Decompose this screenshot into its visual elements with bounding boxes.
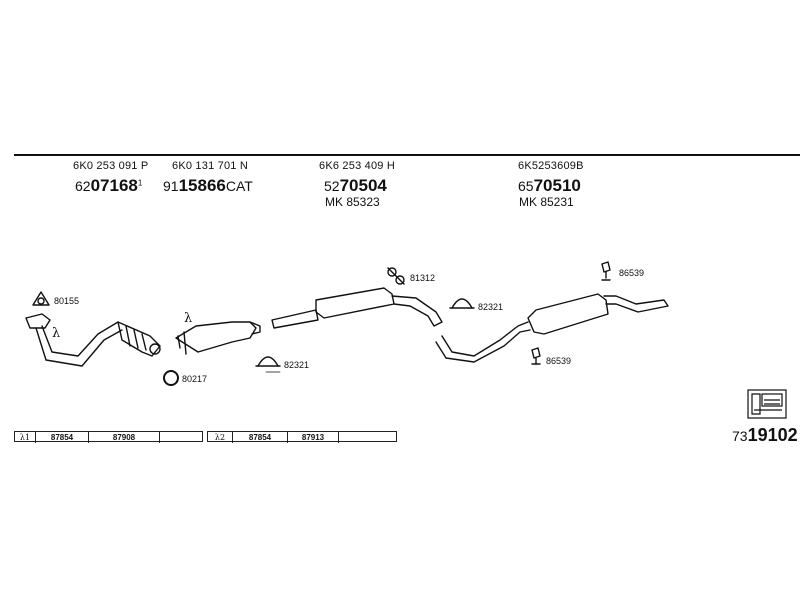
part-label-rubber-bottom: 86539 [546, 356, 572, 366]
part-label-gasket: 80155 [54, 296, 80, 306]
oe-ref-3: 6K6 253 409 H [319, 160, 395, 172]
header-rule [14, 154, 800, 156]
sensor-table-2: λ2 87854 87913 [207, 431, 397, 443]
mk-number-4: MK 85231 [519, 195, 574, 209]
part-label-rubber-top: 86539 [619, 268, 645, 278]
mk-number-3: MK 85323 [325, 195, 380, 209]
sensor-value: 87854 [36, 432, 89, 443]
clamp-icon [255, 356, 281, 367]
rubber-mount-icon [601, 261, 611, 281]
lambda-symbol: λ [52, 326, 61, 341]
sensor-value: 87854 [233, 432, 288, 443]
ring-icon [163, 370, 179, 386]
catalytic-converter [175, 321, 261, 355]
gasket-icon [32, 291, 50, 306]
sensor-label: λ1 [15, 432, 36, 443]
diagram-number: 7319102 [732, 425, 798, 445]
rear-silencer [435, 293, 669, 363]
part-number-1: 62071681 [75, 176, 143, 195]
hanger-icon [387, 267, 405, 285]
sensor-table-1: λ1 87854 87908 [14, 431, 203, 443]
part-label-clamp-mid: 82321 [284, 360, 310, 370]
middle-silencer [271, 287, 443, 329]
sensor-label: λ2 [208, 432, 233, 443]
clamp-icon [449, 298, 475, 309]
oe-ref-4: 6K5253609B [518, 160, 584, 172]
sensor-value: 87913 [288, 432, 339, 443]
part-label-hanger: 81312 [410, 273, 436, 283]
oe-ref-2: 6K0 131 701 N [172, 160, 248, 172]
rubber-mount-icon [531, 347, 541, 365]
oe-ref-1: 6K0 253 091 P [73, 160, 149, 172]
front-pipe [25, 313, 161, 367]
part-number-4: 6570510 [518, 176, 581, 195]
part-label-ring: 80217 [182, 374, 208, 384]
lambda-symbol: λ [184, 311, 193, 326]
part-number-3: 5270504 [324, 176, 387, 195]
part-label-clamp-right: 82321 [478, 302, 504, 312]
part-number-2: 9115866CAT [163, 176, 253, 195]
sensor-value: 87908 [89, 432, 160, 443]
